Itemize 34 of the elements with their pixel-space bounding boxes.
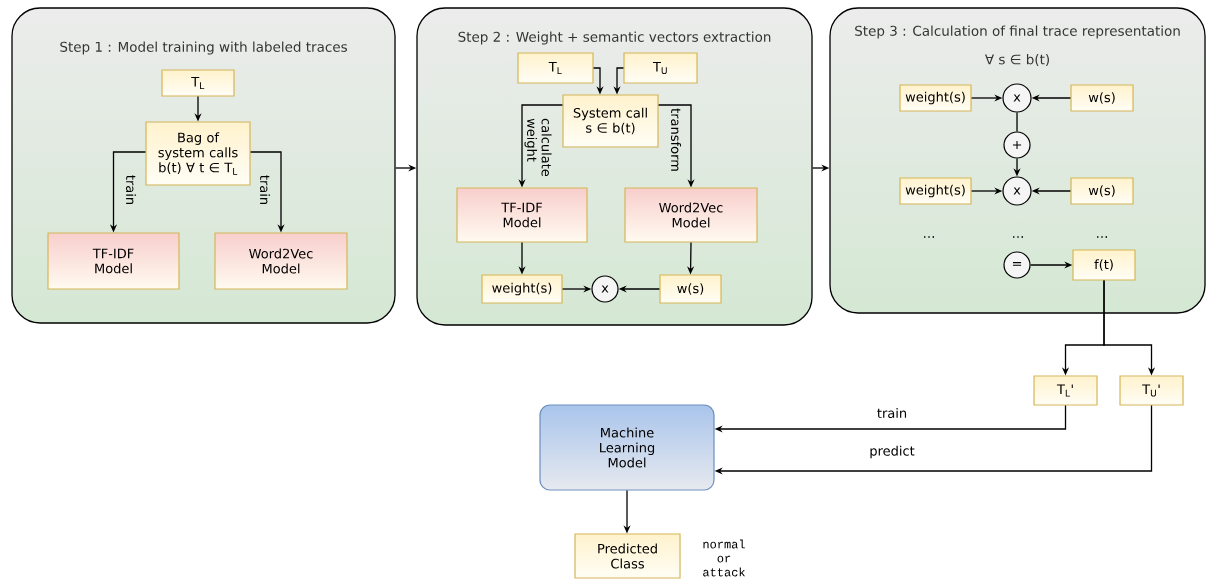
- data-box: T$_{U}$': [1119, 375, 1184, 406]
- ellipsis-label: ...: [1097, 236, 1107, 238]
- data-box: T$_{L}$: [517, 52, 594, 84]
- edge-label: transform: [671, 108, 682, 171]
- panel-heading: Step 3 : Calculation of final trace representation: [855, 25, 1180, 39]
- ellipsis-label: ...: [924, 236, 934, 238]
- model-box: TF-IDF Model: [47, 232, 180, 290]
- data-box: w(s): [1070, 177, 1134, 205]
- data-box: Predicted Class: [574, 533, 681, 579]
- data-box: T$_{L}$': [1033, 375, 1098, 406]
- edge-label: calculate weight: [524, 118, 552, 177]
- edge-label: predict: [870, 445, 915, 459]
- data-box: weight(s): [481, 274, 563, 304]
- data-box: System call s ∈ b(t): [562, 94, 659, 148]
- model-box: Machine Learning Model: [539, 404, 715, 491]
- edge-label: train: [259, 175, 271, 205]
- data-box: weight(s): [899, 84, 972, 112]
- data-box: f(t): [1072, 249, 1136, 281]
- data-box: w(s): [659, 274, 722, 304]
- model-box: Word2Vec Model: [214, 232, 348, 290]
- panel-subheading: ∀ s ∈ b(t): [984, 54, 1049, 67]
- data-box: Bag of system calls b(t) ∀ t ∈ T$_{L}$: [145, 121, 251, 186]
- edge-label: train: [877, 407, 907, 419]
- class-note: normal or attack: [703, 539, 745, 577]
- data-box: w(s): [1070, 84, 1134, 112]
- edge-label: train: [125, 175, 137, 205]
- panel-heading: Step 2 : Weight + semantic vectors extraction: [458, 31, 771, 45]
- model-box: TF-IDF Model: [456, 187, 588, 243]
- panel-heading: Step 1 : Model training with labeled traces: [60, 41, 347, 55]
- data-box: T$_{L}$: [161, 69, 235, 97]
- model-box: Word2Vec Model: [624, 187, 758, 243]
- ellipsis-label: ...: [1013, 236, 1023, 238]
- data-box: weight(s): [899, 177, 972, 205]
- data-box: T$_{U}$: [623, 52, 698, 84]
